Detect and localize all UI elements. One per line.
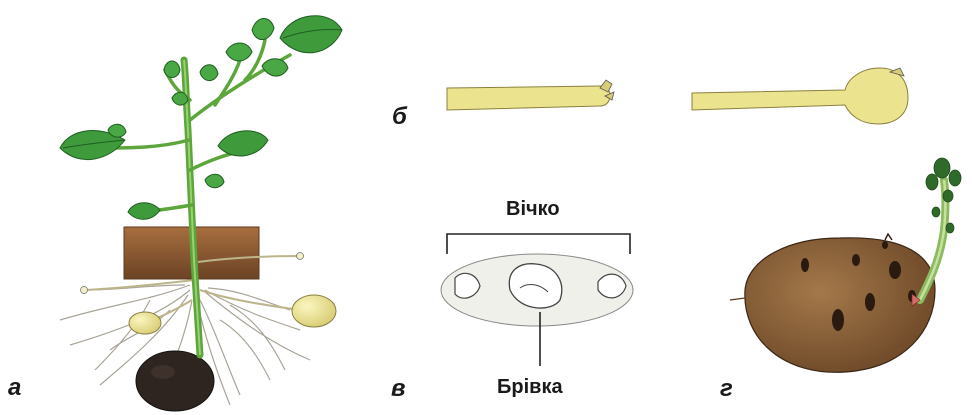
leaf	[128, 203, 160, 220]
leaf	[226, 43, 252, 61]
leaf	[280, 16, 342, 53]
eye-bud	[598, 274, 626, 298]
panel-label-v: в	[391, 375, 406, 403]
eye-bracket	[447, 234, 630, 254]
leaf	[200, 65, 218, 81]
leaf	[262, 59, 288, 76]
leaf	[205, 174, 224, 188]
panel-a-plant	[60, 16, 342, 411]
leaf	[252, 18, 274, 39]
panel-v-eye	[441, 234, 633, 366]
leaf	[164, 61, 180, 78]
branches	[100, 40, 290, 212]
old-tuber	[745, 238, 935, 372]
panel-label-a: а	[8, 374, 21, 402]
leaf	[108, 124, 126, 137]
young-tuber	[292, 295, 336, 327]
panel-label-g: г	[720, 375, 733, 403]
leaf	[218, 131, 268, 156]
panel-label-b: б	[392, 103, 407, 131]
leaf	[172, 92, 188, 105]
young-tuber	[129, 312, 161, 334]
panel-b-stolons	[447, 68, 908, 124]
panel-g-sprouting-tuber	[730, 158, 961, 372]
stolon-tuberizing	[692, 68, 908, 124]
stolon-tip	[447, 86, 610, 110]
eye-caption: Вічко	[506, 198, 560, 221]
brow-caption: Брівка	[497, 376, 563, 399]
mother-tuber	[136, 351, 214, 411]
leaves	[60, 16, 342, 220]
